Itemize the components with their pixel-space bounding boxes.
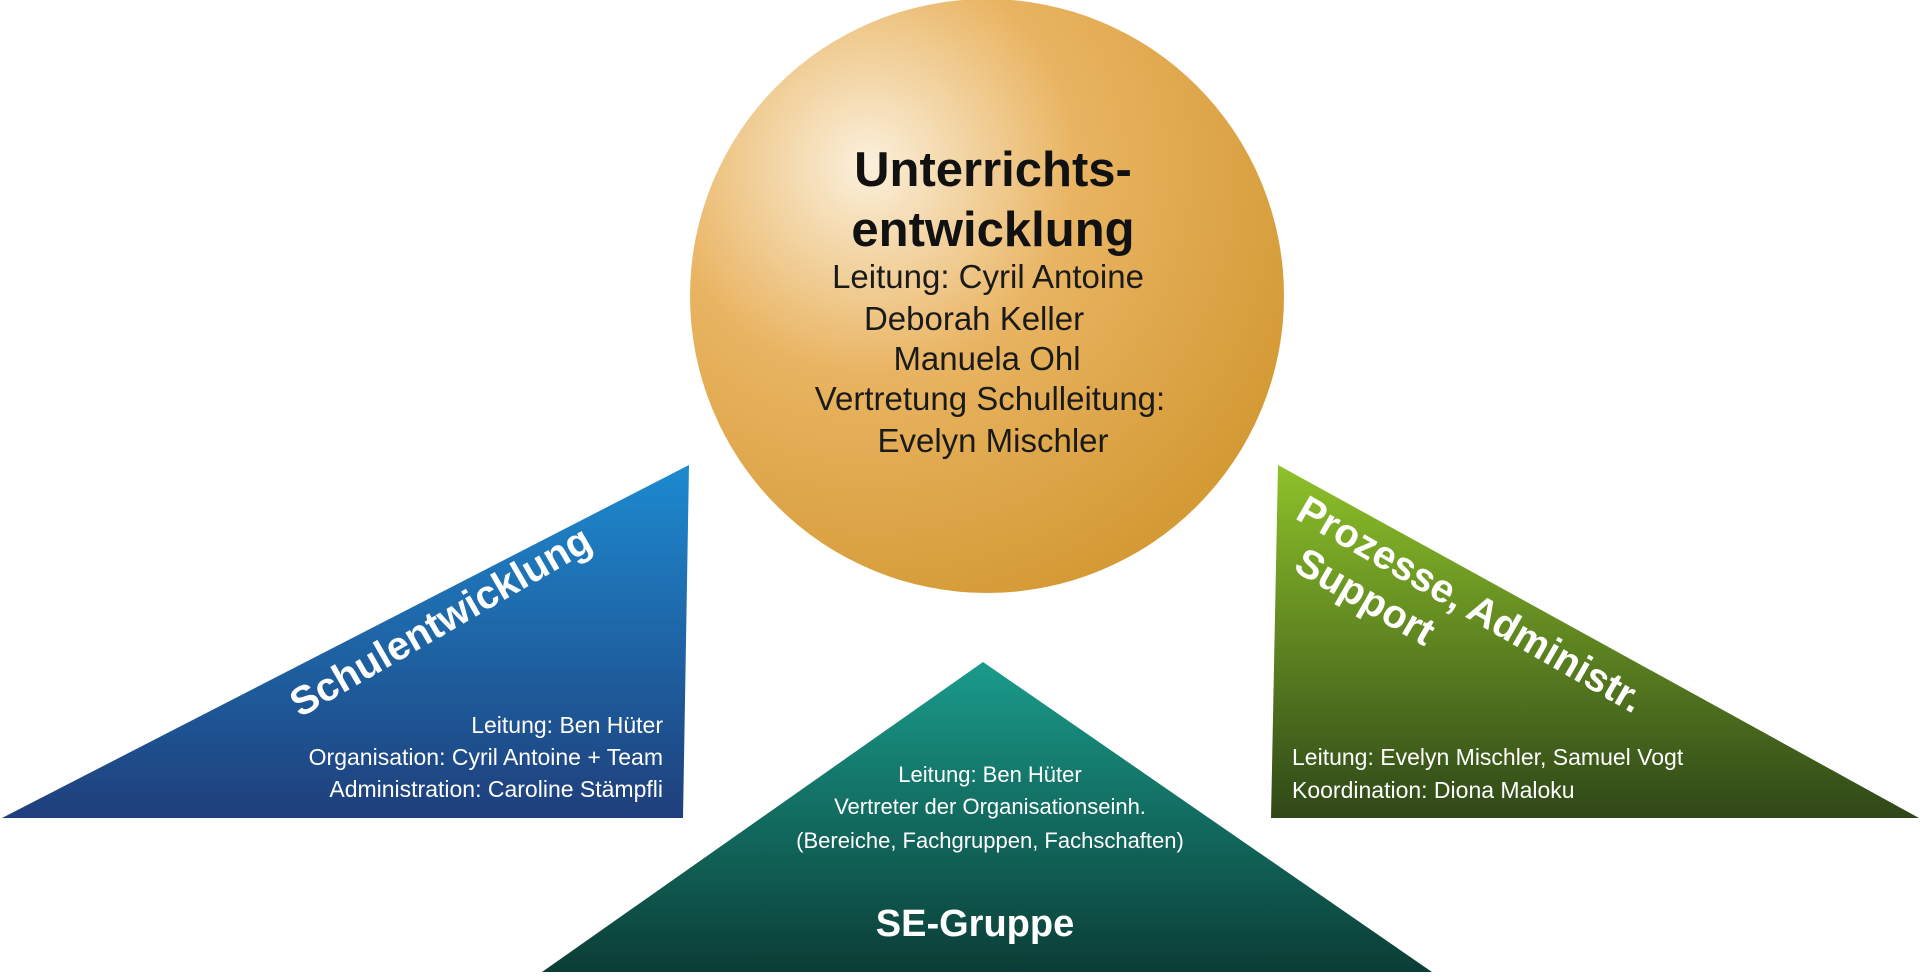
schulentwicklung-line-2: Organisation: Cyril Antoine + Team xyxy=(309,744,663,770)
schulentwicklung-line-3: Administration: Caroline Stämpfli xyxy=(329,776,663,802)
prozesse-line-1: Leitung: Evelyn Mischler, Samuel Vogt xyxy=(1292,744,1684,770)
prozesse-triangle xyxy=(1271,465,1919,818)
se-gruppe-line-1: Leitung: Ben Hüter xyxy=(898,762,1081,787)
se-gruppe-triangle xyxy=(542,662,1432,972)
unterrichtsentwicklung-line-3: Manuela Ohl xyxy=(893,340,1080,377)
schulentwicklung-block: Schulentwicklung Leitung: Ben Hüter Orga… xyxy=(2,465,689,818)
prozesse-line-2: Koordination: Diona Maloku xyxy=(1292,777,1575,803)
unterrichtsentwicklung-block: Unterrichts- entwicklung Leitung: Cyril … xyxy=(690,0,1284,593)
prozesse-block: Prozesse, Administr. Support Leitung: Ev… xyxy=(1271,465,1919,818)
unterrichtsentwicklung-line-5: Evelyn Mischler xyxy=(877,422,1108,459)
se-gruppe-block: Leitung: Ben Hüter Vertreter der Organis… xyxy=(542,662,1432,972)
unterrichtsentwicklung-circle xyxy=(690,0,1284,593)
se-gruppe-line-3: (Bereiche, Fachgruppen, Fachschaften) xyxy=(796,828,1184,853)
unterrichtsentwicklung-line-1: Leitung: Cyril Antoine xyxy=(832,258,1144,295)
unterrichtsentwicklung-title-line-1: Unterrichts- xyxy=(854,143,1132,197)
se-gruppe-title: SE-Gruppe xyxy=(876,903,1074,945)
unterrichtsentwicklung-title-line-2: entwicklung xyxy=(851,203,1134,257)
unterrichtsentwicklung-line-2: Deborah Keller xyxy=(864,300,1084,337)
se-gruppe-line-2: Vertreter der Organisationseinh. xyxy=(834,794,1146,819)
unterrichtsentwicklung-line-4: Vertretung Schulleitung: xyxy=(815,380,1165,417)
schulentwicklung-triangle xyxy=(2,465,689,818)
schulentwicklung-line-1: Leitung: Ben Hüter xyxy=(471,712,663,738)
